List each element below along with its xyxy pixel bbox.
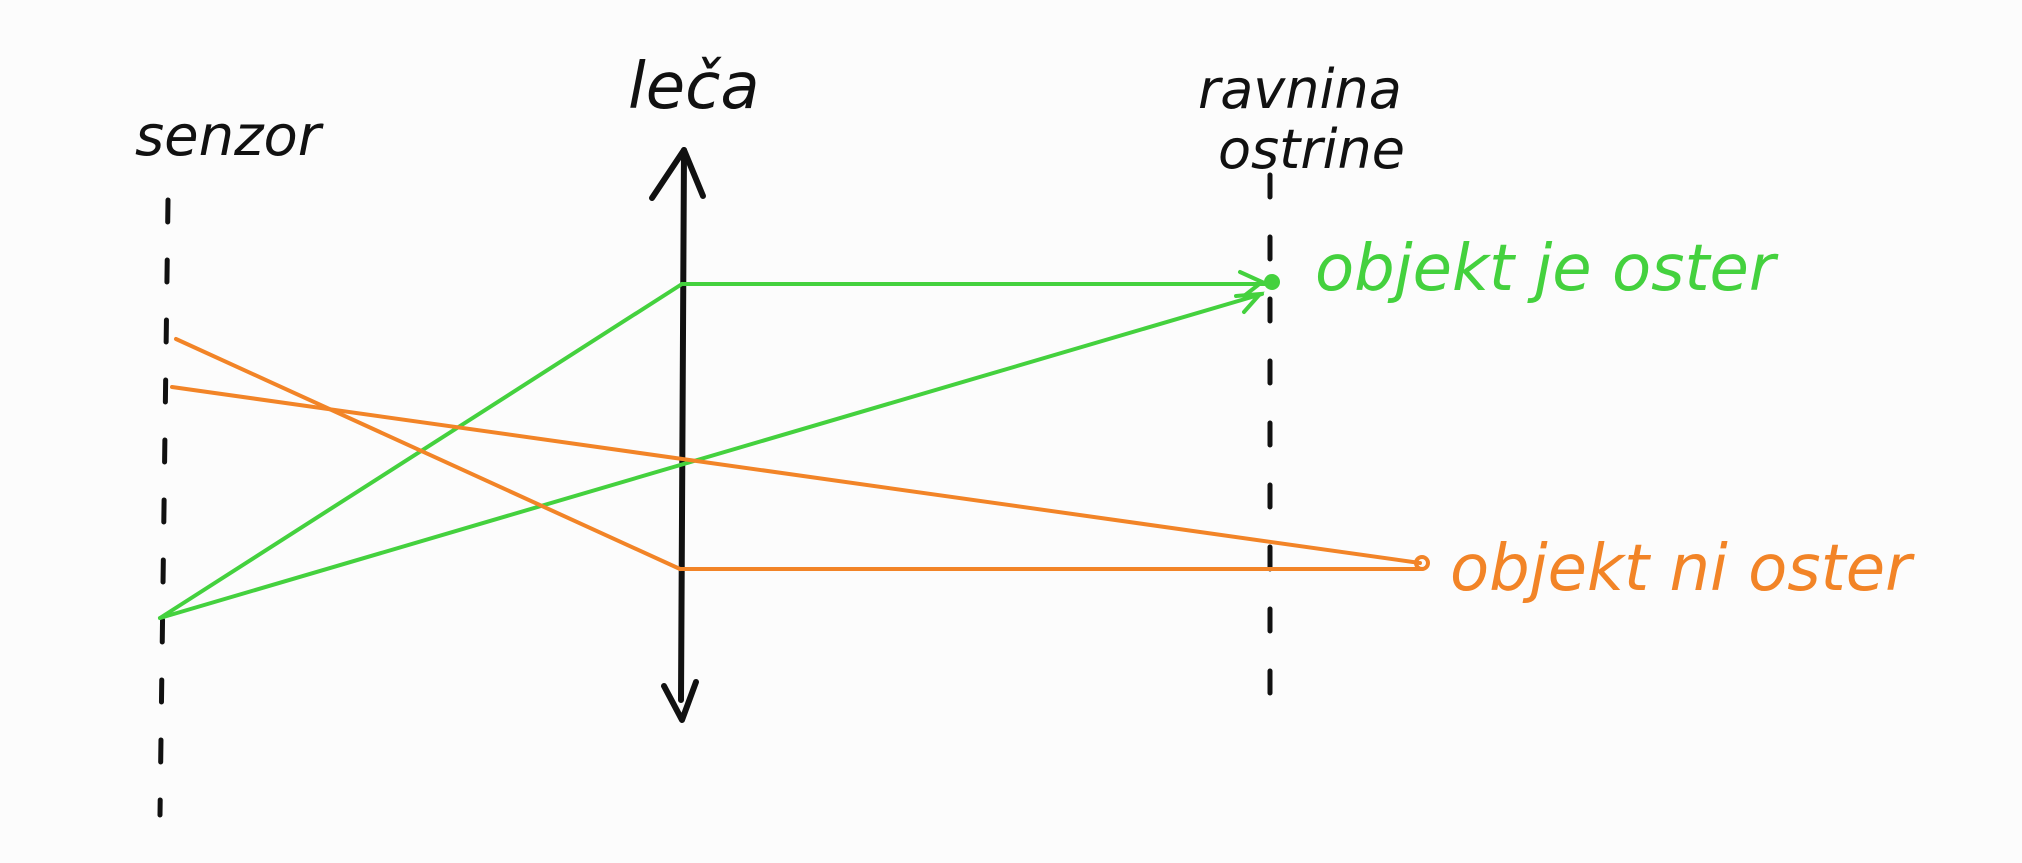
out-of-focus-ray-through-lens [174, 337, 682, 571]
focus-plane-label-line2: ostrine [1218, 118, 1405, 181]
focus-plane-label-line1: ravnina [1198, 58, 1402, 121]
in-focus-object-point [1264, 274, 1280, 290]
out-of-focus-rays [170, 337, 1424, 571]
in-focus-label: objekt je oster [1315, 232, 1779, 306]
out-of-focus-label: objekt ni oster [1450, 532, 1915, 606]
lens-arrow [649, 147, 706, 723]
in-focus-ray-center [158, 292, 1264, 620]
lens-label: leča [628, 50, 760, 124]
sensor-line [157, 197, 171, 818]
out-of-focus-object-point [1414, 555, 1430, 571]
out-of-focus-ray-center [170, 385, 1422, 565]
in-focus-ray-arrowhead-1 [1238, 270, 1266, 298]
in-focus-rays [158, 270, 1274, 620]
in-focus-ray-arrowhead-2 [1234, 291, 1265, 314]
sensor-label: senzor [135, 104, 324, 169]
lens-arrow-top-head [649, 147, 706, 201]
lens-arrow-bottom-head [661, 679, 699, 723]
